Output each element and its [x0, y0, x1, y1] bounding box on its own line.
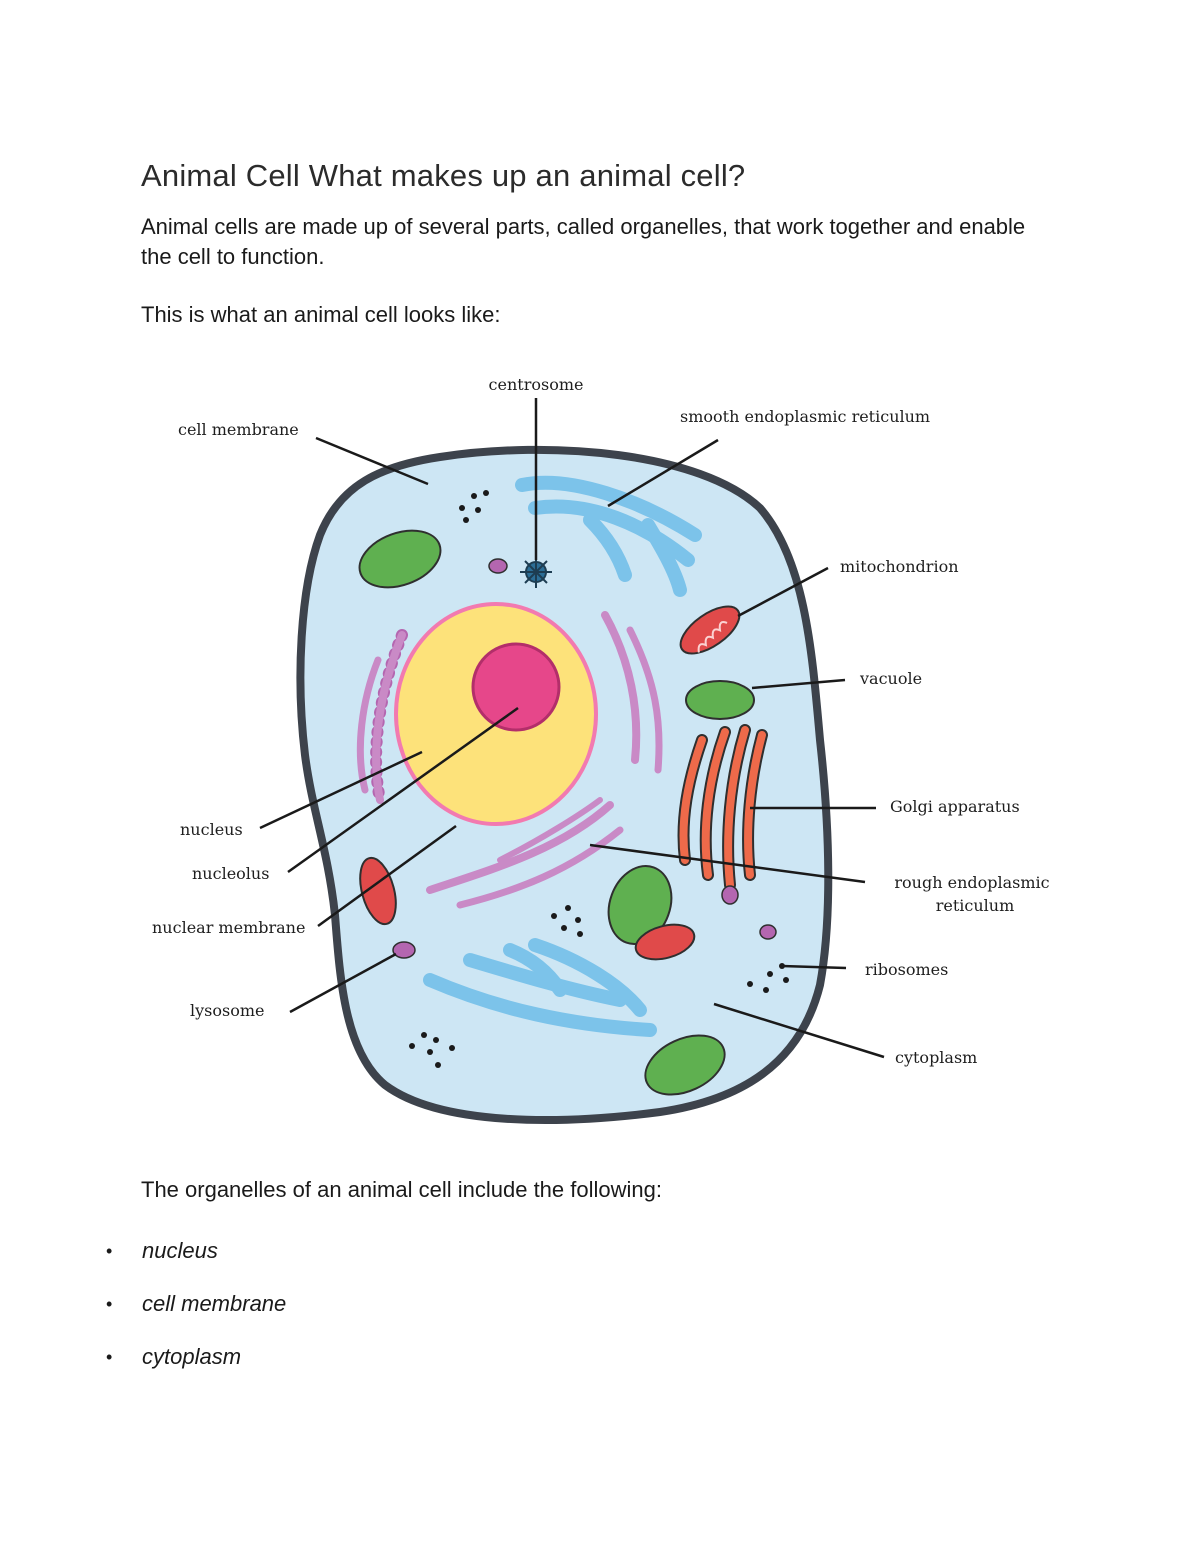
- mitochondrion-bottom: [634, 923, 696, 961]
- list-item: • cytoplasm: [100, 1342, 286, 1395]
- ribosome-dots: [409, 490, 789, 1068]
- list-item-label: cell membrane: [142, 1291, 287, 1316]
- vacuole-bottom: [644, 1034, 726, 1096]
- vacuole-middle: [607, 865, 673, 945]
- lysosome-top: [488, 558, 508, 574]
- nucleolus-shape: [471, 642, 561, 732]
- leader-lines: [259, 398, 885, 1059]
- label-nucleolus: nucleolus: [192, 864, 269, 883]
- label-nucleus: nucleus: [180, 820, 243, 839]
- bullet-glyph: •: [106, 1294, 113, 1314]
- smooth-er-bottom: [423, 938, 657, 1037]
- lysosome-right-1: [721, 885, 739, 905]
- label-smooth-er: smooth endoplasmic reticulum: [680, 407, 930, 426]
- label-centrosome: centrosome: [489, 375, 584, 394]
- organelle-list: • nucleus • cell membrane • cytoplasm: [100, 1236, 286, 1395]
- list-item-label: nucleus: [142, 1238, 218, 1263]
- label-ribosomes: ribosomes: [865, 960, 948, 979]
- golgi-apparatus: [677, 724, 768, 891]
- list-item: • cell membrane: [100, 1289, 286, 1342]
- vacuole-right: [685, 680, 755, 720]
- label-vacuole: vacuole: [859, 669, 922, 688]
- intro-paragraph: Animal cells are made up of several part…: [141, 214, 1026, 269]
- bullet-glyph: •: [106, 1347, 113, 1367]
- lysosome-right-2: [759, 924, 777, 940]
- centrosome-shape: [520, 556, 552, 588]
- smooth-er-top: [515, 475, 702, 597]
- cell-diagram-svg: centrosome cell membrane smooth endoplas…: [152, 375, 1050, 1124]
- lysosome-left: [392, 941, 416, 959]
- label-nuclear-membrane: nuclear membrane: [152, 918, 305, 937]
- rough-er: [356, 611, 663, 909]
- animal-cell-diagram: centrosome cell membrane smooth endoplas…: [140, 360, 1080, 1150]
- label-lysosome: lysosome: [190, 1001, 264, 1020]
- mitochondrion-right: [679, 605, 741, 655]
- label-cytoplasm: cytoplasm: [895, 1048, 977, 1067]
- label-rough-er-line2: reticulum: [936, 896, 1015, 915]
- label-golgi: Golgi apparatus: [890, 797, 1020, 816]
- vacuole-top-left: [358, 529, 442, 589]
- list-item: • nucleus: [100, 1236, 286, 1289]
- document-title: Animal Cell What makes up an animal cell…: [141, 158, 746, 193]
- bullet-glyph: •: [106, 1241, 113, 1261]
- list-lead-text: The organelles of an animal cell include…: [141, 1177, 662, 1202]
- list-item-label: cytoplasm: [142, 1344, 242, 1369]
- label-mitochondrion: mitochondrion: [840, 557, 959, 576]
- figure-lead-text: This is what an animal cell looks like:: [141, 302, 501, 327]
- label-cell-membrane: cell membrane: [178, 420, 299, 439]
- label-rough-er-line1: rough endoplasmic: [894, 873, 1049, 892]
